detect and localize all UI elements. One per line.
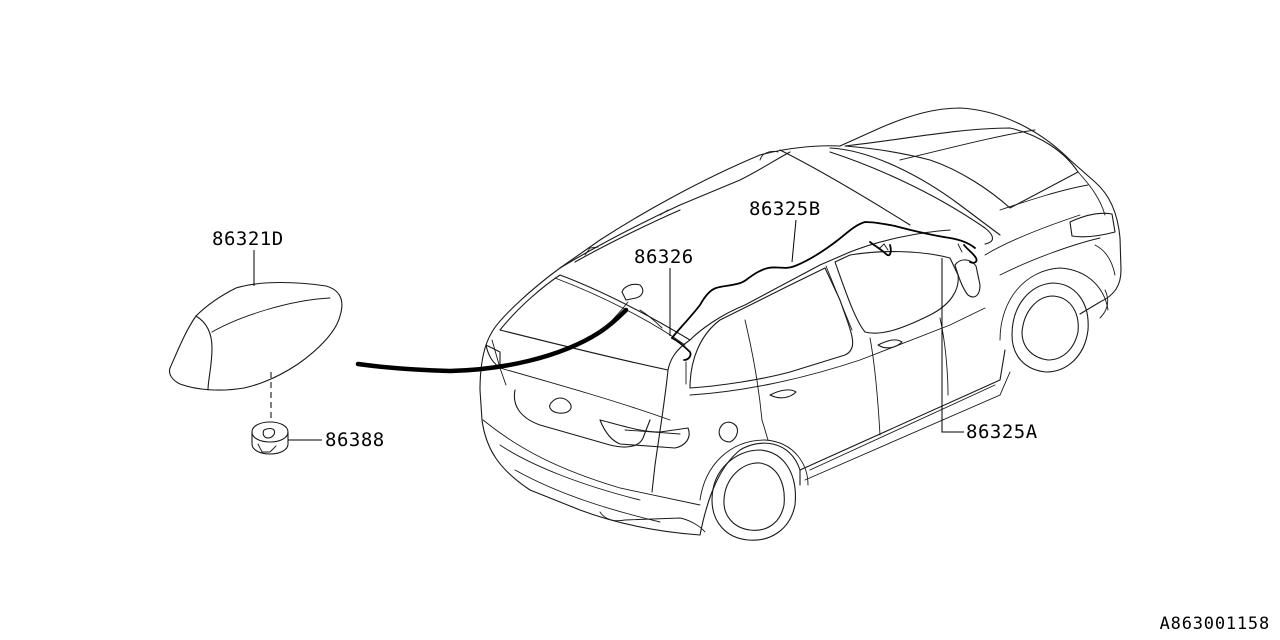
antenna-cable [355,301,629,374]
diagram-reference-id: A863001158 [1160,614,1270,634]
callout-86325a: 86325A [966,421,1038,443]
callout-86326: 86326 [634,246,694,268]
leader-line-86325b [791,219,797,263]
grommet-part [251,421,289,455]
vehicle-outline [479,107,1122,541]
callout-86321d: 86321D [212,228,284,250]
roof-harness [639,221,978,385]
callout-86325b: 86325B [749,198,821,220]
antenna-cover-part [168,281,343,391]
callout-86388: 86388 [325,429,385,451]
leader-line-86325a [941,258,964,433]
leader-lines [253,219,964,441]
